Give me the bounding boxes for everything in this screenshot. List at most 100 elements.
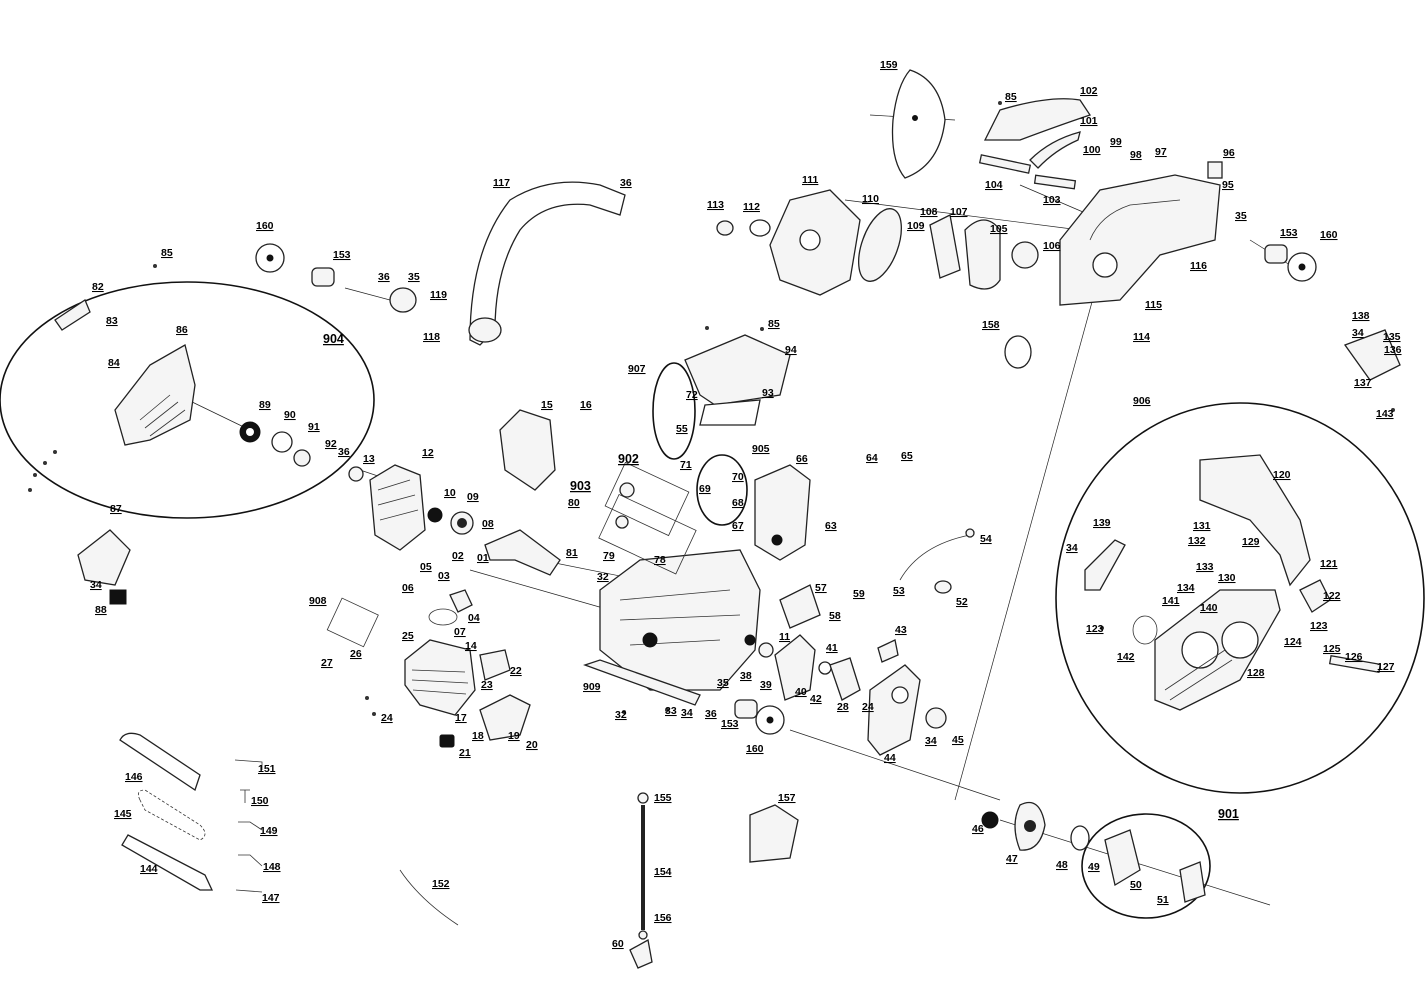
part-label: 63	[825, 520, 837, 532]
part-label: 135	[1383, 331, 1401, 343]
part-label: 127	[1377, 661, 1395, 673]
part-label: 17	[455, 712, 467, 724]
part-label: 65	[901, 450, 913, 462]
part-label: 49	[1088, 861, 1100, 873]
part-label: 115	[1145, 299, 1162, 311]
part-label: 112	[743, 201, 760, 213]
part-label: 100	[1083, 144, 1101, 156]
part-label: 70	[732, 471, 744, 483]
part-label: 22	[510, 665, 522, 677]
part-label: 78	[654, 554, 666, 566]
part-label: 69	[699, 483, 711, 495]
part-label: 52	[956, 596, 968, 608]
part-label: 85	[1005, 91, 1017, 103]
part-label: 124	[1284, 636, 1302, 648]
part-label: 58	[829, 610, 841, 622]
part-label: 151	[258, 763, 276, 775]
part-label: 160	[256, 220, 274, 232]
part-label: 11	[779, 631, 790, 643]
part-label: 23	[481, 679, 493, 691]
group-904-outline	[0, 281, 375, 519]
part-label: 145	[114, 808, 132, 820]
part-label: 34	[681, 707, 693, 719]
part-label: 13	[363, 453, 375, 465]
part-label: 59	[853, 588, 865, 600]
part-label: 82	[92, 281, 104, 293]
part-label: 51	[1157, 894, 1169, 906]
part-label: 48	[1056, 859, 1068, 871]
part-label: 107	[950, 206, 968, 218]
part-label: 123	[1086, 623, 1104, 635]
part-label: 55	[676, 423, 688, 435]
part-label: 119	[430, 289, 447, 301]
part-label: 118	[423, 331, 440, 343]
part-label: 25	[402, 630, 414, 642]
part-label: 101	[1080, 115, 1098, 127]
part-label: 36	[378, 271, 390, 283]
part-label: 153	[1280, 227, 1298, 239]
part-label: 12	[422, 447, 434, 459]
part-label: 129	[1242, 536, 1260, 548]
part-label: 88	[95, 604, 107, 616]
part-label: 24	[381, 712, 393, 724]
part-label: 34	[1352, 327, 1364, 339]
part-label: 90	[284, 409, 296, 421]
part-label: 66	[796, 453, 808, 465]
part-label: 32	[597, 571, 609, 583]
part-label: 07	[454, 626, 466, 638]
part-label: 150	[251, 795, 269, 807]
part-label: 34	[1066, 542, 1078, 554]
part-label: 140	[1200, 602, 1218, 614]
part-label: 106	[1043, 240, 1061, 252]
part-label: 38	[740, 670, 752, 682]
part-label: 146	[125, 771, 143, 783]
group-906-outline	[1055, 402, 1425, 794]
part-label: 117	[493, 177, 510, 189]
part-label: 138	[1352, 310, 1370, 322]
part-label: 91	[308, 421, 320, 433]
part-label: 01	[477, 552, 489, 564]
part-label: 111	[802, 174, 819, 186]
part-label: 20	[526, 739, 538, 751]
part-label: 68	[732, 497, 744, 509]
part-label: 156	[654, 912, 672, 924]
part-label: 85	[161, 247, 173, 259]
part-label: 85	[768, 318, 780, 330]
part-label: 47	[1006, 853, 1018, 865]
part-label: 27	[321, 657, 333, 669]
group-901-outline	[1081, 813, 1211, 919]
part-label: 35	[717, 677, 729, 689]
group-label-904: 904	[323, 332, 344, 346]
group-label-902: 902	[618, 452, 639, 466]
part-label: 03	[438, 570, 450, 582]
part-label: 134	[1177, 582, 1195, 594]
part-label: 42	[810, 693, 822, 705]
part-label: 131	[1193, 520, 1211, 532]
part-label: 34	[925, 735, 937, 747]
part-label: 116	[1190, 260, 1207, 272]
part-label: 40	[795, 686, 807, 698]
part-label: 153	[333, 249, 351, 261]
group-label-903: 903	[570, 479, 591, 493]
part-label: 114	[1133, 331, 1150, 343]
part-label: 44	[884, 752, 896, 764]
part-label: 907	[628, 363, 646, 375]
part-label: 36	[705, 708, 717, 720]
part-label: 80	[568, 497, 580, 509]
part-label: 906	[1133, 395, 1151, 407]
part-label: 46	[972, 823, 984, 835]
part-label: 121	[1320, 558, 1338, 570]
part-label: 110	[862, 193, 879, 205]
part-label: 103	[1043, 194, 1061, 206]
part-label: 139	[1093, 517, 1111, 529]
part-label: 14	[465, 640, 477, 652]
part-label: 160	[1320, 229, 1338, 241]
part-label: 93	[762, 387, 774, 399]
part-label: 126	[1345, 651, 1363, 663]
part-label: 108	[920, 206, 938, 218]
part-label: 35	[1235, 210, 1247, 222]
part-label: 86	[176, 324, 188, 336]
part-label: 155	[654, 792, 672, 804]
part-label: 120	[1273, 469, 1291, 481]
part-label: 160	[746, 743, 764, 755]
